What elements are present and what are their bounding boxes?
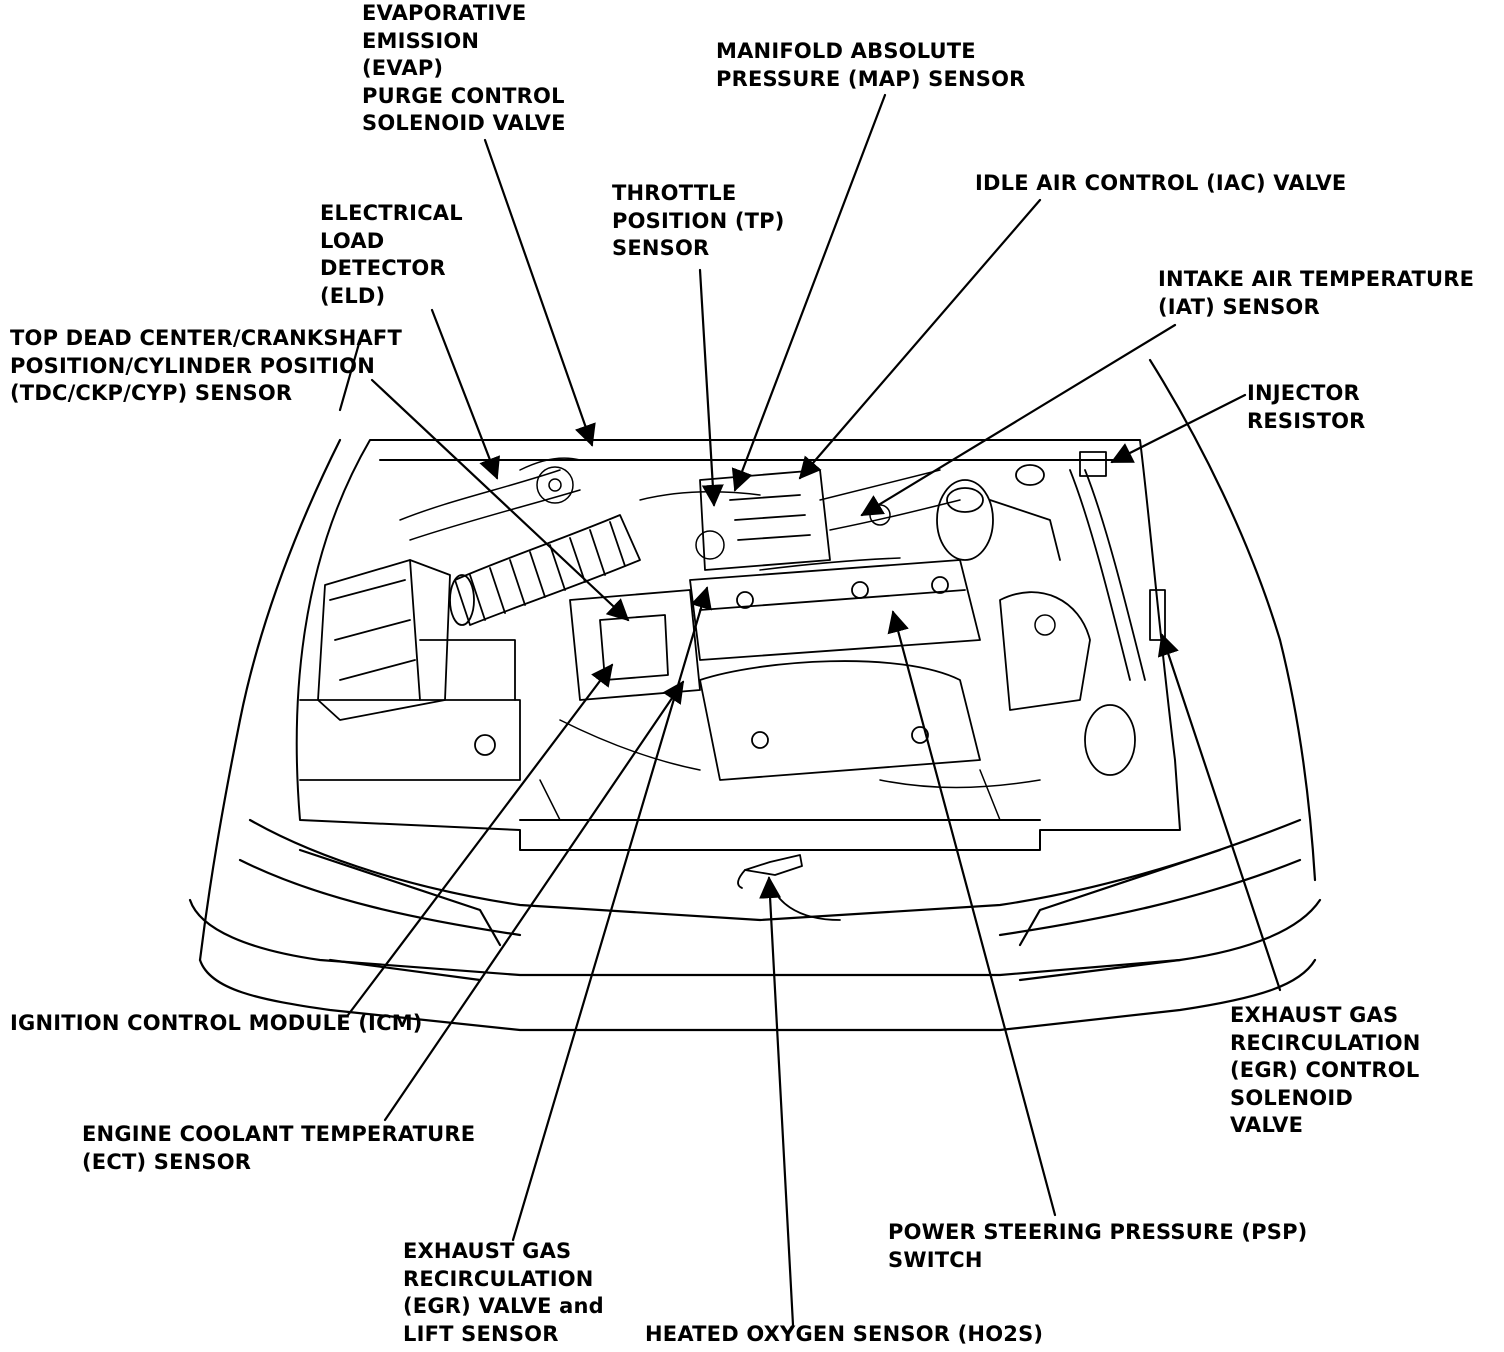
label-line: SOLENOID (1230, 1085, 1353, 1110)
label-line: POSITION (TP) (612, 208, 785, 233)
label-line: ENGINE COOLANT TEMPERATURE (82, 1122, 476, 1146)
hoses-and-wiring (399, 457, 1056, 821)
label-line: TOP DEAD CENTER/CRANKSHAFT (10, 326, 402, 350)
label-line: EXHAUST GAS (1230, 1003, 1399, 1027)
leader-tp (698, 268, 724, 507)
label-iac-valve: IDLE AIR CONTROL (IAC) VALVE (975, 170, 1346, 198)
leader-icm (346, 663, 614, 1017)
leader-eld (430, 308, 500, 480)
leader-psp (887, 610, 1057, 1217)
label-injector-resistor: INJECTOR RESISTOR (1247, 380, 1366, 435)
label-line: DETECTOR (320, 256, 446, 280)
leader-evap (483, 138, 596, 447)
leader-iat (860, 323, 1177, 517)
air-cleaner-box (299, 559, 521, 781)
label-evap-purge-control-solenoid-valve: EVAPORATIVE EMISSION (EVAP) PURGE CONTRO… (362, 0, 566, 138)
leader-map (731, 93, 887, 492)
leader-egr-valve (511, 586, 712, 1242)
label-line: INJECTOR (1247, 381, 1360, 405)
leader-iac (798, 198, 1042, 480)
label-line: EXHAUST GAS (403, 1239, 572, 1263)
label-line: ELECTRICAL (320, 201, 463, 225)
ho2s-drawing (737, 854, 841, 921)
label-eld: ELECTRICAL LOAD DETECTOR (ELD) (320, 200, 463, 310)
label-line: POSITION/CYLINDER POSITION (10, 353, 376, 378)
leader-tdc (370, 378, 630, 622)
leader-lines (346, 93, 1282, 1327)
label-line: (EVAP) (362, 56, 444, 80)
label-line: PURGE CONTROL (362, 83, 565, 108)
label-line: RESISTOR (1247, 408, 1366, 433)
label-line: (TDC/CKP/CYP) SENSOR (10, 381, 293, 405)
label-ho2s: HEATED OXYGEN SENSOR (HO2S) (645, 1321, 1043, 1349)
engine-block (569, 469, 981, 781)
label-line: POWER STEERING PRESSURE (PSP) (888, 1220, 1308, 1244)
engine-bay-frame (295, 439, 1181, 851)
label-line: SWITCH (888, 1247, 983, 1272)
label-egr-control-solenoid-valve: EXHAUST GAS RECIRCULATION (EGR) CONTROL … (1230, 1002, 1421, 1140)
label-line: VALVE (1230, 1113, 1304, 1137)
label-line: PRESSURE (MAP) SENSOR (716, 66, 1026, 91)
leader-egr-solenoid (1157, 633, 1282, 992)
label-line: (ECT) SENSOR (82, 1149, 252, 1174)
leader-ect (383, 680, 685, 1122)
label-icm: IGNITION CONTROL MODULE (ICM) (10, 1010, 423, 1038)
car-body-outline (188, 338, 1322, 1032)
label-line: (EGR) VALVE and (403, 1294, 604, 1318)
label-line: THROTTLE (612, 181, 737, 205)
label-line: IGNITION CONTROL MODULE (ICM) (10, 1011, 423, 1035)
intake-hose (449, 514, 641, 626)
label-map-sensor: MANIFOLD ABSOLUTE PRESSURE (MAP) SENSOR (716, 38, 1026, 93)
label-ect-sensor: ENGINE COOLANT TEMPERATURE (ECT) SENSOR (82, 1121, 475, 1176)
label-tp-sensor: THROTTLE POSITION (TP) SENSOR (612, 180, 785, 263)
label-tdc-ckp-cyp-sensor: TOP DEAD CENTER/CRANKSHAFT POSITION/CYLI… (10, 325, 402, 408)
label-line: (EGR) CONTROL (1230, 1058, 1420, 1082)
label-line: LIFT SENSOR (403, 1321, 559, 1346)
label-psp-switch: POWER STEERING PRESSURE (PSP) SWITCH (888, 1219, 1307, 1274)
label-line: RECIRCULATION (403, 1266, 594, 1291)
label-line: SOLENOID VALVE (362, 111, 566, 135)
label-line: IDLE AIR CONTROL (IAC) VALVE (975, 171, 1347, 195)
label-line: (IAT) SENSOR (1158, 294, 1320, 319)
leader-ho2s (759, 876, 795, 1327)
label-line: SENSOR (612, 236, 710, 260)
label-line: RECIRCULATION (1230, 1030, 1421, 1055)
label-line: HEATED OXYGEN SENSOR (HO2S) (645, 1322, 1044, 1346)
label-egr-valve-lift-sensor: EXHAUST GAS RECIRCULATION (EGR) VALVE an… (403, 1238, 604, 1348)
right-components (936, 451, 1166, 776)
label-iat-sensor: INTAKE AIR TEMPERATURE (IAT) SENSOR (1158, 266, 1474, 321)
label-line: INTAKE AIR TEMPERATURE (1158, 267, 1475, 291)
leader-injector (1110, 393, 1247, 464)
label-line: (ELD) (320, 283, 386, 308)
label-line: MANIFOLD ABSOLUTE (716, 39, 976, 63)
label-line: EVAPORATIVE (362, 1, 527, 25)
label-line: EMISSION (362, 28, 480, 53)
label-line: LOAD (320, 228, 385, 253)
